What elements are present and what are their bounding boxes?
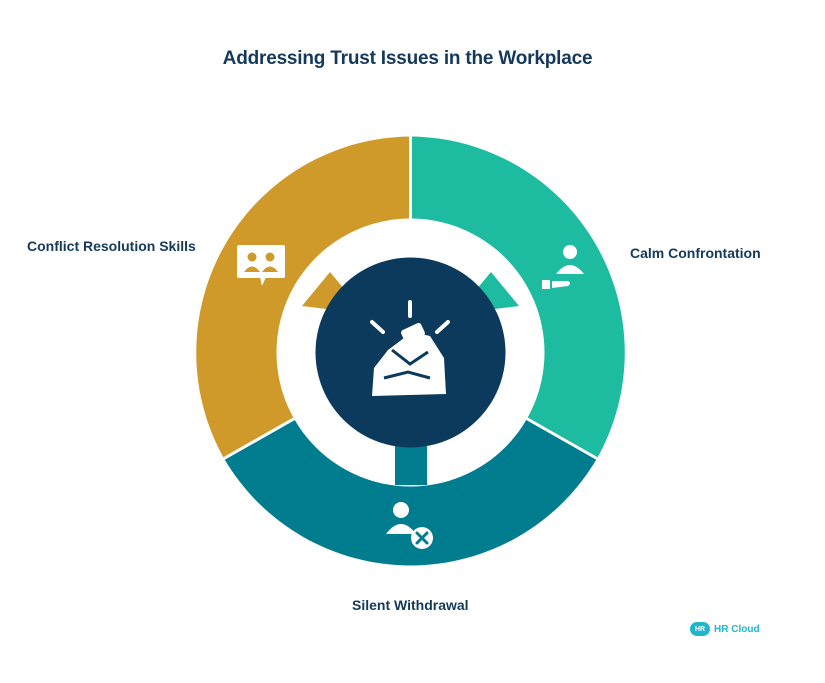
- logo-text: HR Cloud: [714, 623, 760, 635]
- page-title: Addressing Trust Issues in the Workplace: [222, 48, 593, 69]
- label-silent-withdrawal: Silent Withdrawal: [352, 597, 469, 613]
- hr-cloud-logo: HR HR Cloud: [690, 622, 760, 636]
- label-conflict-resolution-skills: Conflict Resolution Skills: [27, 238, 196, 254]
- connector-silent: [395, 445, 427, 485]
- person-with-hand-icon: [542, 245, 584, 289]
- person-remove-icon: [386, 502, 433, 549]
- logo-mark: HR: [690, 622, 710, 636]
- presentation-people-icon: [237, 245, 285, 286]
- handshake-icon: [370, 300, 450, 396]
- label-calm-confrontation: Calm Confrontation: [630, 245, 761, 261]
